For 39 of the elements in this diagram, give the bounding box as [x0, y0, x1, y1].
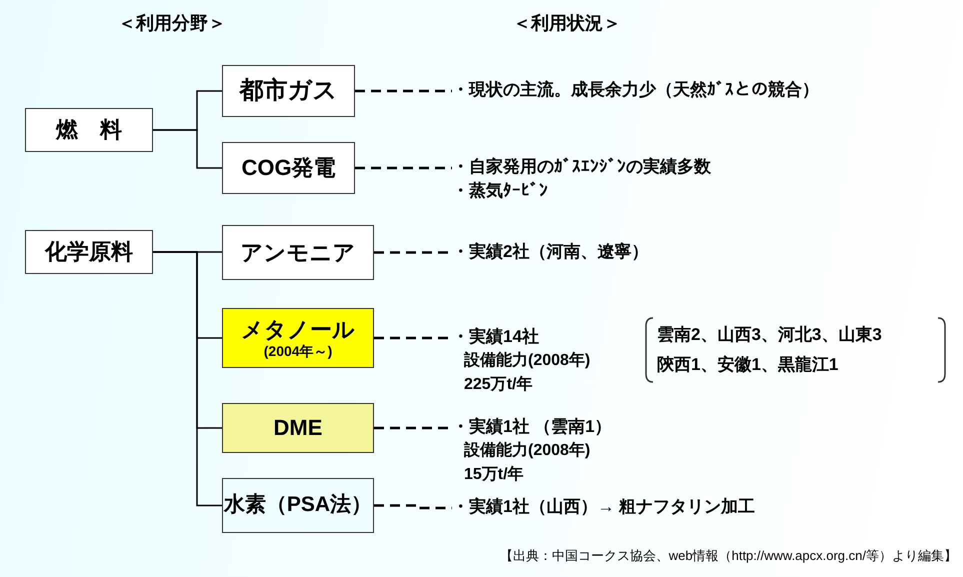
source-caption: 【出典：中国コークス協会、web情報（http://www.apcx.org.cn/等）より編集】	[500, 547, 957, 565]
connector-line	[153, 129, 222, 169]
category-box	[222, 308, 374, 368]
status-text: ・現状の主流。成長余力少（天然ｶﾞｽとの競合）	[452, 79, 820, 101]
category-label: 化学原料	[45, 238, 133, 266]
status-text: ・実績14社	[452, 326, 540, 348]
category-label: COG発電	[241, 154, 336, 182]
category-box	[222, 65, 355, 117]
status-text: ・実績2社（河南、遼寧）	[452, 241, 650, 263]
category-box	[222, 225, 374, 280]
status-text: ・蒸気ﾀｰﾋﾞﾝ	[452, 180, 549, 202]
status-text: 設備能力(2008年)	[462, 350, 592, 371]
column-heading: ＜利用状況＞	[513, 12, 621, 35]
category-box	[25, 230, 153, 274]
list-line: 陝西1、安徽1、黒龍江1	[657, 354, 840, 376]
list-line: 雲南2、山西3、河北3、山東3	[657, 324, 883, 346]
column-heading: ＜利用分野＞	[118, 12, 226, 35]
category-label: DME	[274, 414, 322, 442]
category-box	[222, 142, 355, 194]
status-text: ・実績1社（山西）→ 粗ナフタリン加工	[452, 496, 756, 518]
status-text: ・自家発用のｶﾞｽｴﾝｼﾞﾝの実績多数	[452, 156, 712, 178]
connector-line	[153, 251, 222, 506]
dashed-connector	[355, 90, 452, 92]
category-label: 燃 料	[56, 116, 122, 144]
category-label: 水素（PSA法）	[224, 492, 372, 518]
dashed-connector	[355, 166, 452, 170]
category-box	[222, 478, 374, 533]
status-text: 設備能力(2008年)	[462, 440, 592, 461]
category-box	[222, 403, 374, 453]
category-note: (2004年～)	[264, 343, 332, 360]
category-label: メタノール	[241, 316, 355, 343]
status-text: 15万t/年	[463, 464, 525, 485]
category-label: 都市ガス	[240, 76, 338, 106]
dashed-connector	[374, 504, 452, 510]
category-box	[25, 108, 153, 152]
status-text: 225万t/年	[463, 374, 534, 395]
bracketed-list	[643, 316, 948, 384]
category-label: アンモニア	[240, 238, 356, 266]
status-text: ・実績1社 （雲南1）	[452, 416, 613, 438]
